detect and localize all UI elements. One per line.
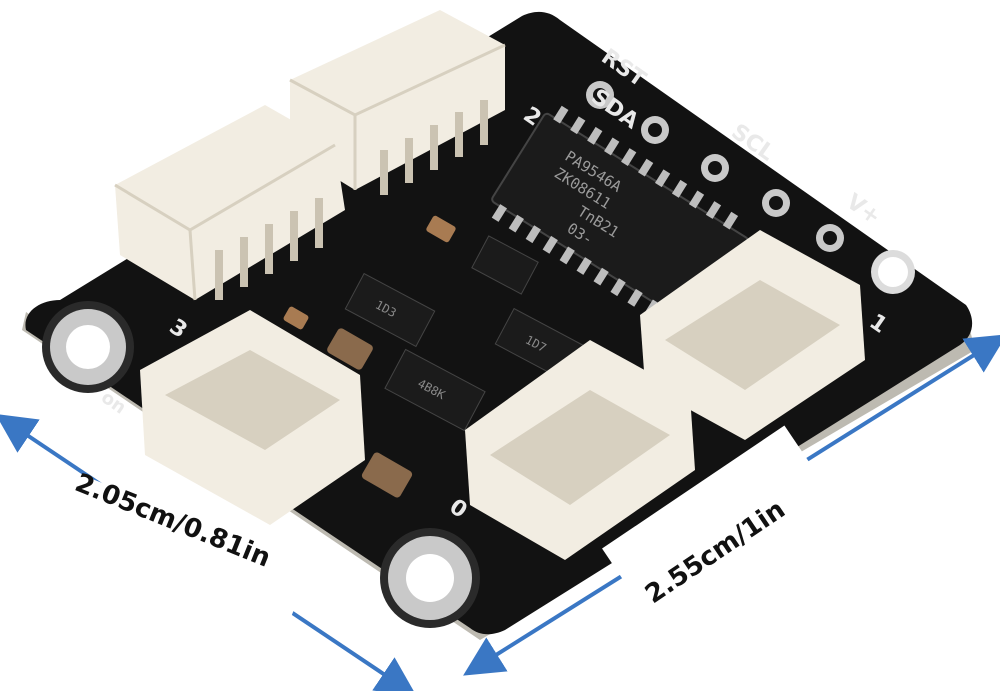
mounting-hole-bottom <box>380 528 480 628</box>
header-pads <box>586 81 844 252</box>
mounting-hole-left <box>42 301 134 393</box>
small-chip-1: 1D3 <box>344 272 436 348</box>
connector-port-2 <box>289 10 506 195</box>
dimension-label-bg-right <box>602 425 818 599</box>
connector-port-3 <box>114 105 345 301</box>
small-transistor <box>471 235 539 295</box>
mounting-hole-right <box>871 250 915 294</box>
dimension-label-bg-left <box>47 470 312 624</box>
